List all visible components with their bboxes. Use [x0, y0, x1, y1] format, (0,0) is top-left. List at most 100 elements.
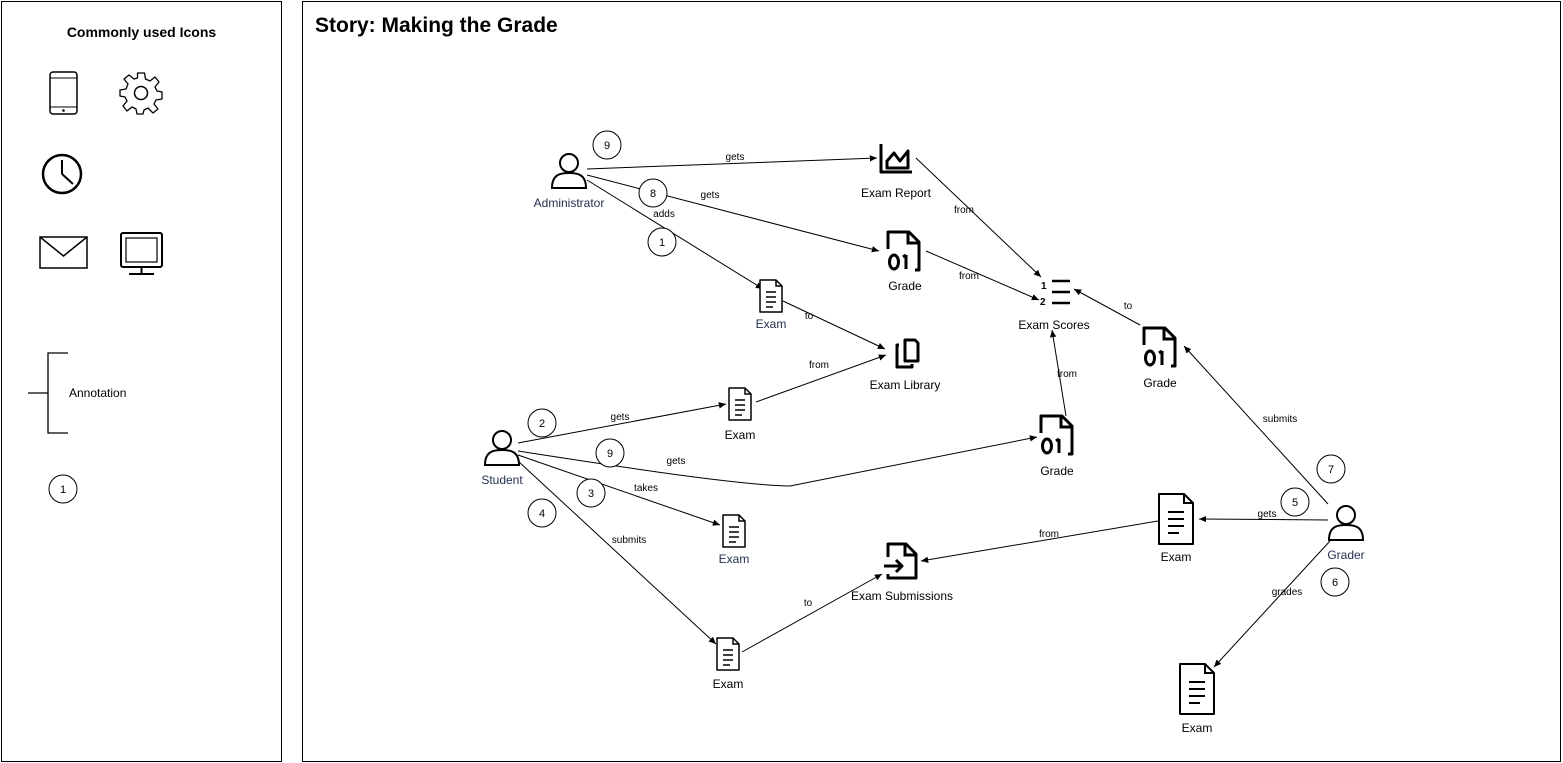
step-badges: 9 8 1 2 9 3 4 7	[527, 130, 1350, 597]
clock-icon	[41, 153, 83, 195]
edge-label: from	[954, 205, 974, 216]
binary-file-icon	[1039, 414, 1074, 456]
node-exam-student-submits[interactable]: Exam	[713, 637, 744, 691]
node-grade-admin[interactable]: Grade	[886, 230, 922, 293]
node-label: Exam	[1161, 550, 1192, 564]
node-label: Exam	[713, 677, 744, 691]
annotation-bracket	[28, 352, 68, 434]
node-exam-scores[interactable]: 1 2 Exam Scores	[1018, 279, 1090, 332]
edge-student-takes-exam	[517, 454, 721, 526]
node-grade-grader[interactable]: Grade	[1142, 326, 1177, 390]
step-badge: 9	[592, 130, 622, 160]
person-icon	[484, 430, 520, 466]
edge-admin-gets-grade	[586, 174, 880, 253]
edge-student-gets-exam	[517, 402, 727, 444]
node-label: Exam	[1182, 721, 1213, 735]
step-badge: 1	[647, 227, 677, 257]
legend-title: Commonly used Icons	[66, 24, 217, 40]
svg-text:9: 9	[604, 140, 610, 152]
binary-file-icon	[886, 230, 921, 272]
edge-grade-from-scores	[925, 250, 1040, 301]
edge-label: to	[804, 598, 813, 609]
edge-grader-gets-exam	[1198, 515, 1329, 523]
edge-label: to	[805, 311, 814, 322]
svg-text:2: 2	[539, 418, 545, 430]
node-grade-student[interactable]: Grade	[1039, 414, 1074, 478]
node-label: Grade	[1040, 464, 1074, 478]
edge-label: from	[1057, 369, 1077, 380]
edge-label: to	[1124, 301, 1133, 312]
file-import-icon	[884, 542, 918, 580]
copy-files-icon	[895, 338, 920, 369]
document-icon	[728, 387, 752, 421]
edge-label: submits	[1263, 414, 1297, 425]
chart-icon	[879, 144, 912, 174]
mobile-phone-icon	[49, 71, 78, 115]
edge-exam-to-library	[782, 300, 886, 350]
node-label: Exam	[719, 552, 750, 566]
edge-label: grades	[1272, 587, 1303, 598]
edge-label: gets	[611, 412, 630, 423]
step-badge: 9	[595, 438, 625, 468]
step-badge: 5	[1280, 487, 1310, 517]
edge-label: takes	[634, 483, 658, 494]
edge-report-from-scores	[915, 157, 1042, 278]
node-exam-admin[interactable]: Exam	[756, 279, 787, 331]
svg-text:1: 1	[1041, 281, 1047, 292]
document-icon	[716, 637, 740, 671]
step-badge: 3	[576, 478, 606, 508]
document-icon	[722, 514, 746, 548]
svg-text:1: 1	[659, 237, 665, 249]
node-label: Exam Submissions	[851, 589, 953, 603]
step-badge: 6	[1320, 567, 1350, 597]
actor-grader[interactable]: Grader	[1327, 505, 1365, 562]
node-label: Grade	[1143, 376, 1177, 390]
actor-student[interactable]: Student	[481, 430, 523, 487]
edge-label: gets	[726, 152, 745, 163]
document-icon	[1179, 663, 1215, 715]
binary-file-icon	[1142, 326, 1177, 368]
node-exam-student-takes[interactable]: Exam	[719, 514, 750, 566]
node-exam-student-gets[interactable]: Exam	[725, 387, 756, 442]
node-exam-report[interactable]: Exam Report	[861, 144, 932, 200]
edge-student-exam-from-library	[755, 354, 887, 403]
svg-text:9: 9	[607, 448, 613, 460]
edge-label: gets	[701, 190, 720, 201]
edge-admin-adds-exam	[586, 179, 764, 290]
step-badge: 4	[527, 498, 557, 528]
node-label: Grade	[888, 279, 922, 293]
edge-grade-student-from-scores	[1049, 329, 1067, 417]
actor-administrator[interactable]: Administrator	[534, 153, 605, 210]
edge-grader-exam-from-submissions	[920, 520, 1159, 563]
edge-labels: gets gets adds from from to from gets ge…	[611, 152, 1303, 609]
edge-label: submits	[612, 535, 646, 546]
node-label: Exam Library	[870, 378, 941, 392]
annotation-label: Annotation	[69, 386, 126, 400]
node-exam-library[interactable]: Exam Library	[870, 338, 941, 392]
edge-label: from	[1039, 529, 1059, 540]
svg-text:4: 4	[539, 508, 545, 520]
svg-text:7: 7	[1328, 464, 1334, 476]
edge-label: from	[809, 360, 829, 371]
node-exam-submissions[interactable]: Exam Submissions	[851, 542, 953, 603]
node-exam-grader-gets[interactable]: Exam	[1158, 493, 1194, 564]
story-panel: Story: Making the Grade	[302, 1, 1561, 762]
edge-grader-grades-exam	[1213, 540, 1331, 668]
step-badge: 8	[638, 178, 668, 208]
node-label: Exam Scores	[1018, 318, 1089, 332]
story-title: Story: Making the Grade	[315, 14, 558, 37]
monitor-icon	[120, 232, 163, 275]
edges	[517, 155, 1331, 668]
svg-text:8: 8	[650, 188, 656, 200]
person-icon	[551, 153, 587, 189]
edge-label: adds	[653, 209, 675, 220]
edge-label: gets	[667, 456, 686, 467]
node-label: Exam	[756, 317, 787, 331]
step-badge-sample	[48, 474, 78, 504]
document-icon	[759, 279, 783, 313]
edge-label: gets	[1258, 509, 1277, 520]
step-badge: 2	[527, 408, 557, 438]
node-exam-grader-grades[interactable]: Exam	[1179, 663, 1215, 735]
legend-canvas: Annotation 1	[28, 71, 163, 504]
